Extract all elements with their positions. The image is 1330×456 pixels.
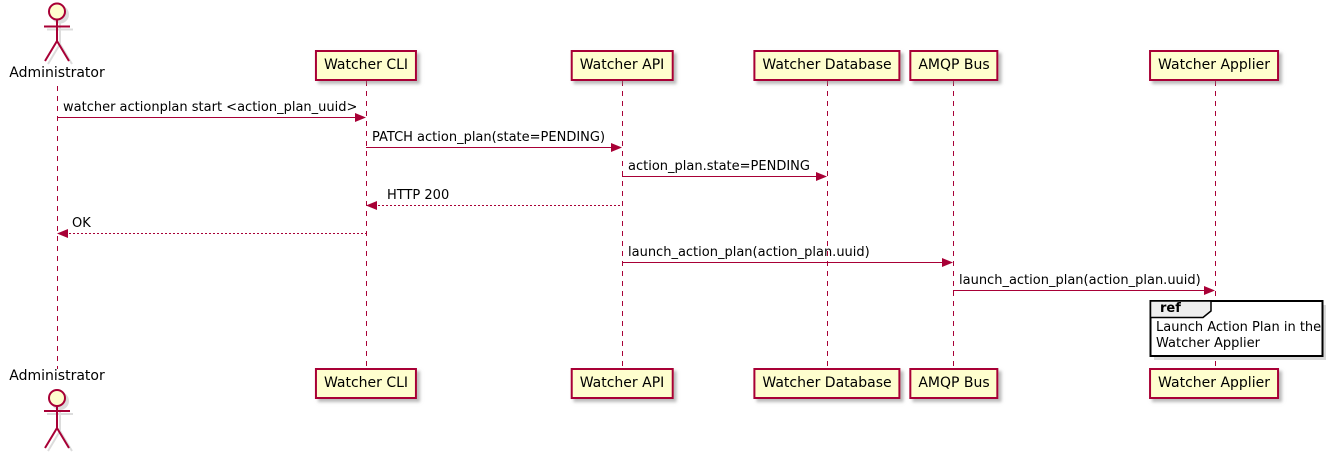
message-label-http-200: HTTP 200 bbox=[387, 188, 450, 203]
ref-body-text: Launch Action Plan in the Watcher Applie… bbox=[1156, 320, 1322, 351]
actor-administrator-top-figure bbox=[44, 2, 70, 62]
participant-watcher-database-top: Watcher Database bbox=[753, 50, 901, 81]
message-label-start-actionplan: watcher actionplan start <action_plan_uu… bbox=[63, 100, 358, 115]
message-label-ok: OK bbox=[72, 216, 91, 231]
participant-watcher-database-bottom: Watcher Database bbox=[753, 368, 901, 399]
participant-watcher-applier-bottom: Watcher Applier bbox=[1149, 368, 1279, 399]
message-label-launch-action-plan-amqp: launch_action_plan(action_plan.uuid) bbox=[628, 245, 870, 260]
participant-amqp-bus-bottom: AMQP Bus bbox=[909, 368, 999, 399]
actor-administrator-top-label: Administrator bbox=[9, 65, 105, 81]
message-arrow-2 bbox=[366, 143, 622, 152]
message-arrow-7 bbox=[953, 286, 1215, 295]
participant-watcher-cli-top: Watcher CLI bbox=[314, 50, 418, 81]
message-label-launch-action-plan-applier: launch_action_plan(action_plan.uuid) bbox=[959, 273, 1201, 288]
message-arrow-1 bbox=[57, 113, 366, 122]
message-arrow-3 bbox=[622, 172, 827, 181]
message-label-patch-action-plan: PATCH action_plan(state=PENDING) bbox=[372, 130, 606, 145]
ref-keyword: ref bbox=[1160, 301, 1181, 316]
participant-watcher-api-bottom: Watcher API bbox=[570, 368, 674, 399]
participant-watcher-api-top: Watcher API bbox=[570, 50, 674, 81]
participant-watcher-applier-top: Watcher Applier bbox=[1149, 50, 1279, 81]
message-arrow-5 bbox=[57, 229, 366, 238]
message-label-state-pending: action_plan.state=PENDING bbox=[628, 159, 810, 174]
message-arrow-6 bbox=[622, 258, 953, 267]
ref-box-shape bbox=[1149, 300, 1326, 360]
participant-watcher-cli-bottom: Watcher CLI bbox=[314, 368, 418, 399]
message-arrow-4 bbox=[366, 201, 622, 210]
participant-amqp-bus-top: AMQP Bus bbox=[909, 50, 999, 81]
actor-administrator-bottom-figure bbox=[44, 389, 70, 449]
actor-administrator-bottom-label: Administrator bbox=[9, 368, 105, 384]
